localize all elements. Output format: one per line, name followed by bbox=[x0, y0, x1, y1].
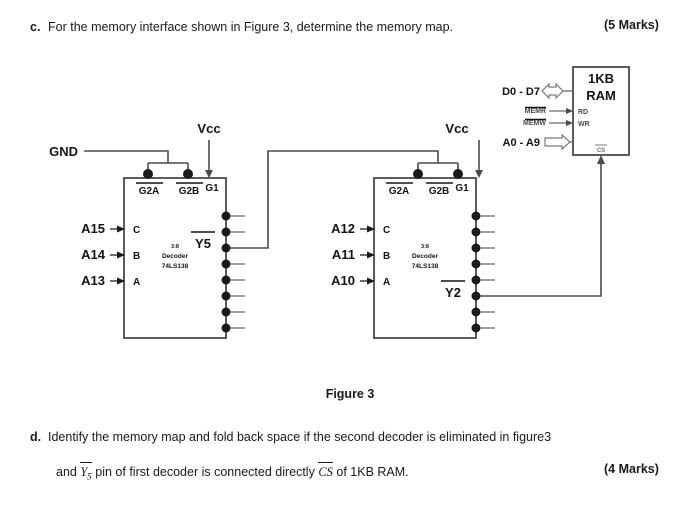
question-d-y5-symbol: Y5 bbox=[80, 462, 92, 484]
decoder-2-type-line2: Decoder bbox=[412, 253, 438, 260]
question-d-line1: Identify the memory map and fold back sp… bbox=[48, 430, 552, 444]
decoder-1-type-line3: 74LS138 bbox=[162, 263, 189, 270]
decoder-1-input-pin-0: C bbox=[133, 225, 140, 236]
decoder-2-y2-label: Y2 bbox=[445, 285, 461, 300]
decoder-1-input-pin-1: B bbox=[133, 251, 140, 262]
decoder-2-input-signal-2: A10 bbox=[331, 273, 355, 288]
decoder-1-vcc-label: Vcc bbox=[197, 121, 220, 136]
gnd-wire bbox=[84, 150, 189, 172]
question-d-marks: (4 Marks) bbox=[604, 462, 659, 476]
decoder-2-input-arrow-0 bbox=[367, 225, 375, 233]
decoder-1-vcc-arrow-icon bbox=[205, 170, 213, 178]
decoder-1-input-signal-0: A15 bbox=[81, 221, 105, 236]
figure-caption: Figure 3 bbox=[325, 387, 375, 401]
question-c-marks: (5 Marks) bbox=[604, 18, 659, 32]
decoder-2-block bbox=[373, 177, 477, 339]
y2-to-ram-cs-wire bbox=[480, 162, 602, 297]
decoder-1-g1-label: G1 bbox=[205, 183, 219, 194]
decoder-2-vcc-label: Vcc bbox=[445, 121, 468, 136]
decoder-1-input-arrow-0 bbox=[117, 225, 125, 233]
ram-cs-arrow-icon bbox=[597, 155, 605, 164]
decoder-1-input-arrow-1 bbox=[117, 251, 125, 259]
question-d-cs-symbol: CS bbox=[318, 462, 333, 482]
decoder-2-g2b-bubble-icon bbox=[453, 169, 463, 179]
decoder-2-input-pin-0: C bbox=[383, 225, 390, 236]
question-d-line2-mid: pin of first decoder is connected direct… bbox=[95, 465, 315, 479]
ram-title-line2: RAM bbox=[586, 88, 616, 103]
decoder-1-input-signal-2: A13 bbox=[81, 273, 105, 288]
decoder-2-input-pin-1: B bbox=[383, 251, 390, 262]
memw-arrow-icon bbox=[566, 120, 573, 126]
memr-signal-label: MEMR bbox=[525, 108, 546, 115]
y5-to-decoder-2-wire bbox=[230, 150, 459, 249]
decoder-2-type-line1: 3:8 bbox=[421, 244, 429, 250]
decoder-1-g2a-bubble-icon bbox=[143, 169, 153, 179]
decoder-2-input-signal-0: A12 bbox=[331, 221, 355, 236]
question-d-label: d. bbox=[30, 430, 42, 444]
decoder-1-g2b-label: G2B bbox=[179, 186, 200, 197]
decoder-2-input-pin-2: A bbox=[383, 277, 390, 288]
decoder-1-type-line2: Decoder bbox=[162, 253, 188, 260]
decoder-2-g2a-label: G2A bbox=[389, 186, 410, 197]
decoder-1-y5-label: Y5 bbox=[195, 236, 211, 251]
decoder-2-input-signal-1: A11 bbox=[332, 247, 355, 262]
data-bus-arrow-icon bbox=[541, 82, 564, 100]
decoder-1-g2b-bubble-icon bbox=[183, 169, 193, 179]
question-d-line2-pre: and bbox=[56, 465, 77, 479]
ram-cs-pin-label: CS bbox=[597, 148, 605, 154]
ram-title-line1: 1KB bbox=[588, 71, 614, 86]
question-c-row: c. For the memory interface shown in Fig… bbox=[22, 18, 453, 37]
decoder-1-g2a-label: G2A bbox=[139, 186, 160, 197]
ram-wr-pin: WR bbox=[578, 121, 590, 128]
decoder-1-input-signal-1: A14 bbox=[81, 247, 106, 262]
memr-arrow-icon bbox=[566, 108, 573, 114]
ram-data-bus-label: D0 - D7 bbox=[502, 86, 540, 98]
decoder-2-vcc-arrow-icon bbox=[475, 170, 483, 178]
address-bus-arrow-icon bbox=[544, 133, 571, 151]
decoder-1-type-line1: 3:8 bbox=[171, 244, 179, 250]
question-d-row-1: d. Identify the memory map and fold back… bbox=[22, 428, 551, 447]
decoder-2-g1-label: G1 bbox=[455, 183, 469, 194]
gnd-label: GND bbox=[49, 144, 78, 159]
decoder-1-block bbox=[123, 177, 227, 339]
ram-address-bus-label: A0 - A9 bbox=[503, 137, 541, 149]
decoder-1-input-pin-2: A bbox=[133, 277, 140, 288]
question-c-text: For the memory interface shown in Figure… bbox=[48, 20, 454, 34]
decoder-2-input-arrow-2 bbox=[367, 277, 375, 285]
decoder-2-g2b-label: G2B bbox=[429, 186, 450, 197]
question-d-row-2: and Y5 pin of first decoder is connected… bbox=[56, 462, 409, 484]
decoder-1-output-pins bbox=[221, 211, 245, 333]
memw-signal-label: MEMW bbox=[523, 120, 546, 127]
decoder-2-g2a-bubble-icon bbox=[413, 169, 423, 179]
decoder-2-output-pins bbox=[471, 211, 495, 333]
decoder-1-input-arrow-2 bbox=[117, 277, 125, 285]
question-d-line2-post: of 1KB RAM. bbox=[336, 465, 409, 479]
decoder-2-type-line3: 74LS138 bbox=[412, 263, 439, 270]
decoder-2-input-arrow-1 bbox=[367, 251, 375, 259]
ram-rd-pin: RD bbox=[578, 109, 588, 116]
question-c-label: c. bbox=[30, 20, 41, 34]
